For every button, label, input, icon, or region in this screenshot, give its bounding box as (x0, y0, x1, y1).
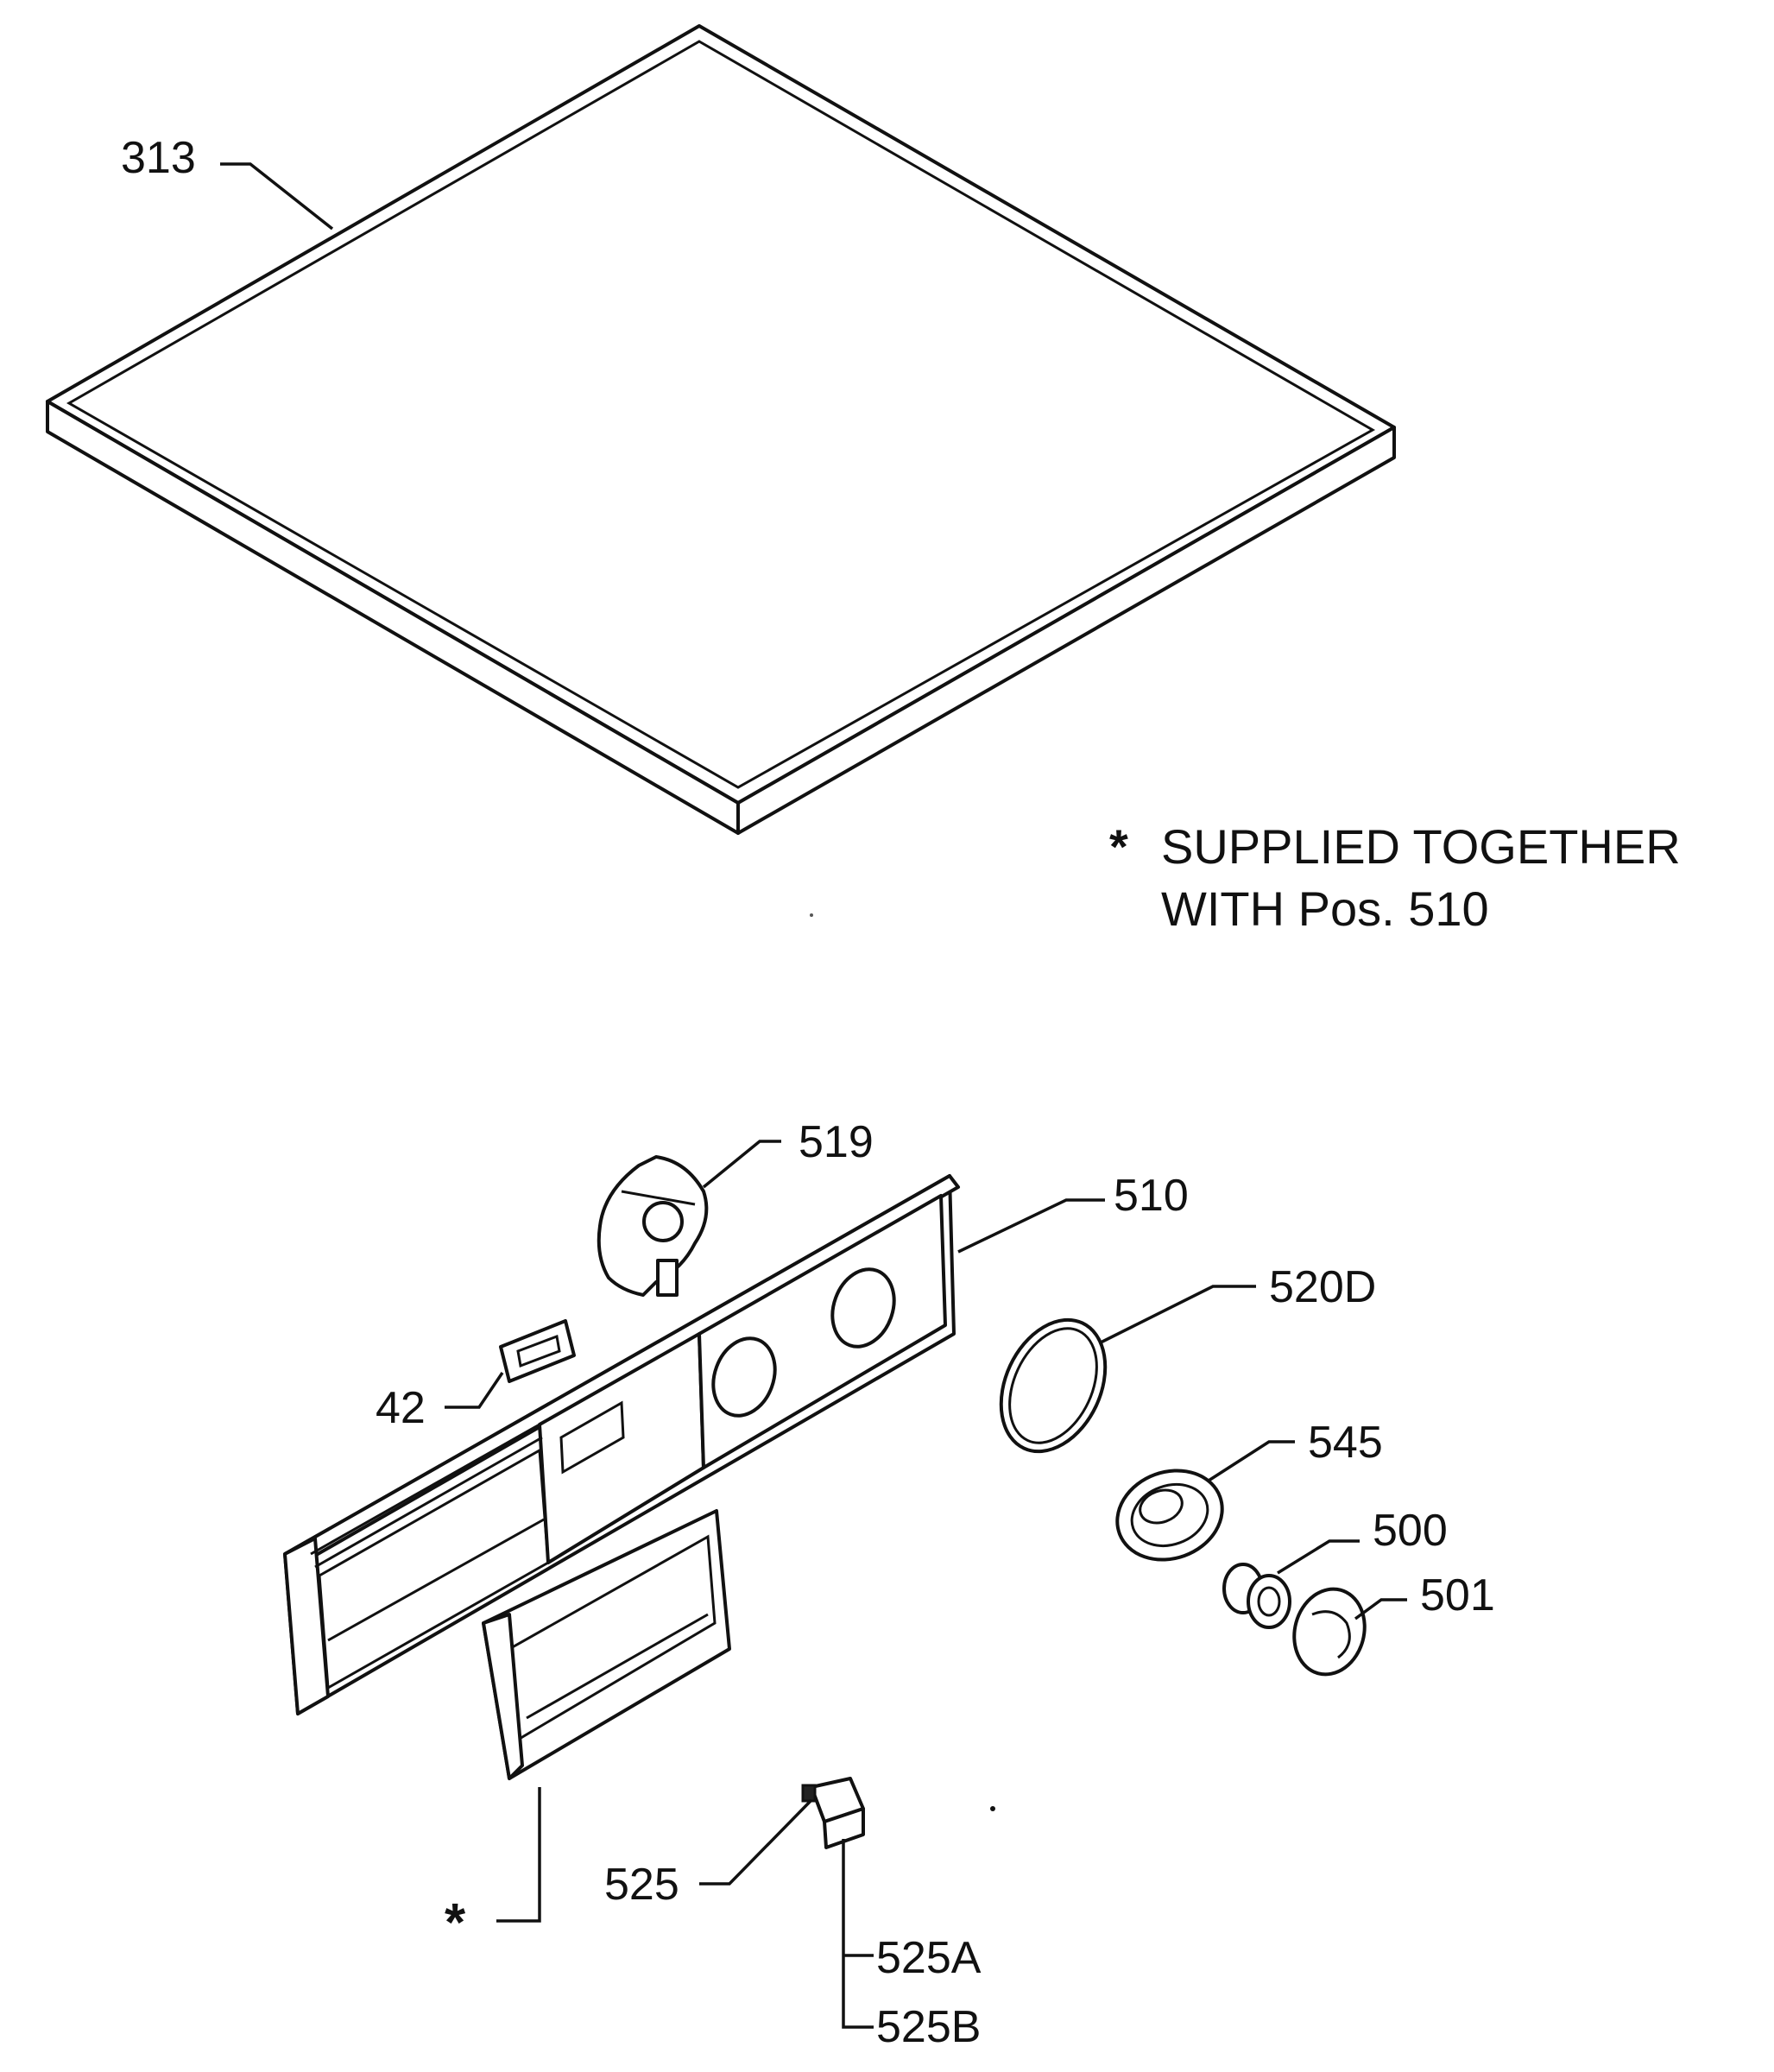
note-line2: WITH Pos. 510 (1161, 881, 1489, 936)
leader-525 (699, 1798, 813, 1886)
leader-545 (1208, 1440, 1295, 1482)
control-panel-part (283, 1174, 960, 1715)
drawer-handle-part (482, 1509, 731, 1780)
callout-525: 525 (604, 1860, 679, 1910)
leader-500 (1277, 1539, 1360, 1575)
leader-501 (1354, 1598, 1407, 1620)
top-cover-part (46, 24, 1396, 835)
leader-star (496, 1787, 541, 1923)
callout-500: 500 (1373, 1506, 1448, 1556)
leader-520D (1100, 1285, 1256, 1344)
callout-42: 42 (376, 1383, 426, 1433)
leader-519 (702, 1140, 781, 1189)
callout-510: 510 (1114, 1171, 1189, 1221)
callout-519: 519 (799, 1117, 874, 1167)
knob-part (1292, 1587, 1367, 1677)
mounting-ring-part (999, 1317, 1108, 1454)
latch-part (499, 1319, 576, 1383)
leader-42 (445, 1372, 504, 1409)
bezel-part (1115, 1469, 1224, 1562)
scan-dot (990, 1806, 995, 1811)
callout-star: * (445, 1893, 466, 1953)
leader-525A-525B (842, 1839, 874, 2029)
leader-510 (957, 1198, 1105, 1254)
scan-dot (810, 913, 813, 917)
callout-520D: 520D (1269, 1262, 1376, 1312)
knob-shaft-part (1222, 1563, 1291, 1629)
leader-313 (220, 162, 334, 231)
callout-501: 501 (1420, 1570, 1495, 1620)
callout-525B: 525B (876, 2002, 981, 2052)
note-star: * (1109, 819, 1128, 874)
callout-313: 313 (121, 133, 196, 183)
note-line1: SUPPLIED TOGETHER (1161, 819, 1681, 874)
bracket-part (597, 1155, 709, 1297)
callout-545: 545 (1308, 1418, 1383, 1468)
lamp-switch-part (801, 1777, 865, 1849)
callout-525A: 525A (876, 1933, 982, 1983)
